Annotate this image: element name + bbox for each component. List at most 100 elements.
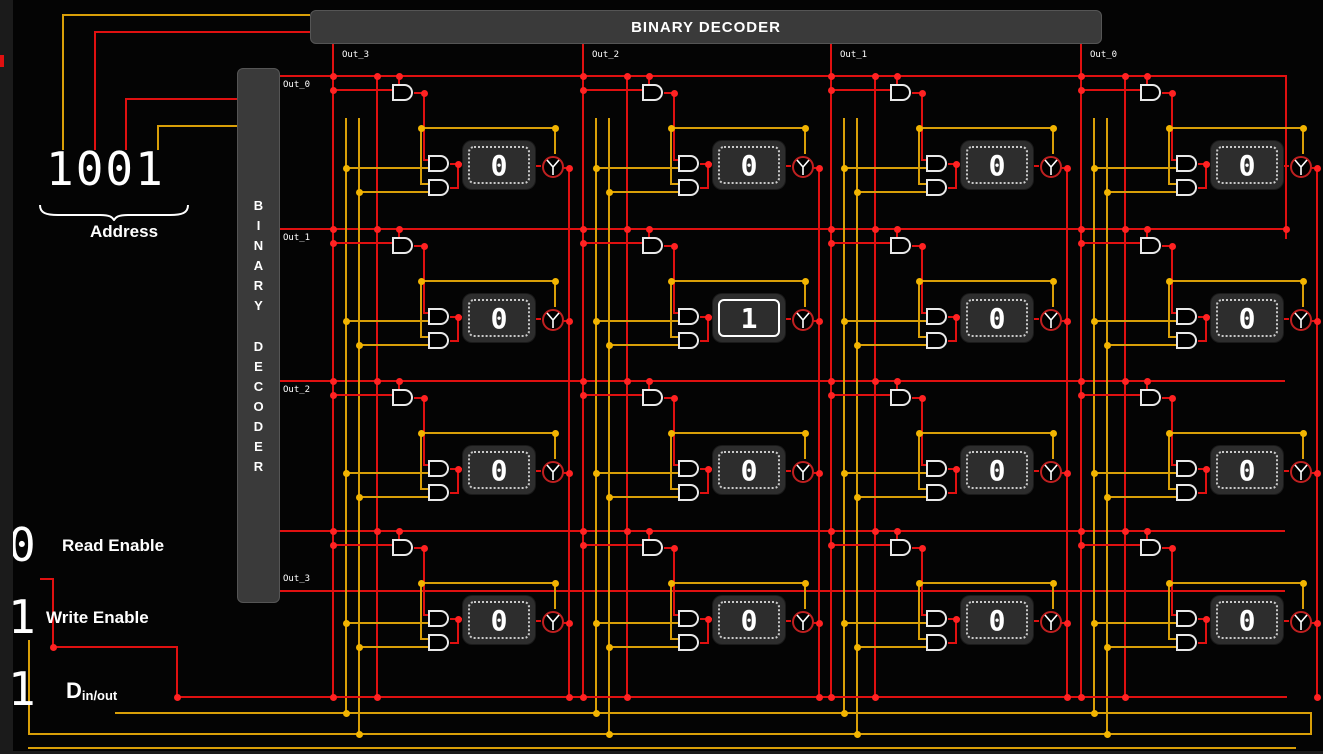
wire-junction [1104, 189, 1111, 196]
bit-display[interactable]: 0 [713, 446, 785, 494]
select-and-gate[interactable] [1140, 237, 1161, 254]
output-buffer-icon[interactable] [1038, 609, 1064, 635]
bit-display[interactable]: 0 [961, 446, 1033, 494]
and-gate[interactable] [428, 610, 449, 627]
wire-segment [1106, 496, 1176, 498]
bit-display[interactable]: 0 [1211, 596, 1283, 644]
output-buffer-icon[interactable] [540, 307, 566, 333]
and-gate[interactable] [926, 610, 947, 627]
wire-segment [1168, 127, 1170, 183]
select-and-gate[interactable] [890, 84, 911, 101]
and-gate[interactable] [926, 332, 947, 349]
output-buffer-icon[interactable] [1038, 154, 1064, 180]
and-gate[interactable] [678, 634, 699, 651]
output-buffer-icon[interactable] [1038, 307, 1064, 333]
and-gate[interactable] [678, 332, 699, 349]
output-buffer-icon[interactable] [1038, 459, 1064, 485]
wire-write-bus [1106, 118, 1108, 733]
and-gate[interactable] [428, 179, 449, 196]
output-buffer-icon[interactable] [1288, 459, 1314, 485]
select-and-gate[interactable] [1140, 539, 1161, 556]
and-gate[interactable] [1176, 332, 1197, 349]
wire-junction [705, 616, 712, 623]
bit-display[interactable]: 0 [713, 596, 785, 644]
and-gate[interactable] [926, 179, 947, 196]
bit-display[interactable]: 0 [463, 294, 535, 342]
and-gate[interactable] [926, 460, 947, 477]
wire-segment [664, 397, 673, 399]
and-gate[interactable] [428, 484, 449, 501]
select-and-gate[interactable] [642, 237, 663, 254]
and-gate[interactable] [926, 155, 947, 172]
and-gate[interactable] [428, 460, 449, 477]
wire-segment [1283, 620, 1289, 622]
bit-display[interactable]: 1 [713, 294, 785, 342]
and-gate[interactable] [1176, 308, 1197, 325]
and-gate[interactable] [678, 484, 699, 501]
wire-junction [552, 430, 559, 437]
and-gate[interactable] [428, 155, 449, 172]
top-binary-decoder[interactable]: BINARY DECODER [310, 10, 1102, 44]
bit-display[interactable]: 0 [713, 141, 785, 189]
and-gate[interactable] [678, 610, 699, 627]
bit-display[interactable]: 0 [961, 141, 1033, 189]
and-gate[interactable] [926, 634, 947, 651]
bit-display[interactable]: 0 [463, 446, 535, 494]
output-buffer-icon[interactable] [540, 154, 566, 180]
select-and-gate[interactable] [392, 84, 413, 101]
bit-display[interactable]: 0 [961, 596, 1033, 644]
left-decoder-output-label: Out_3 [283, 574, 311, 584]
wire-junction [1300, 430, 1307, 437]
bit-display[interactable]: 0 [463, 596, 535, 644]
output-buffer-icon[interactable] [790, 307, 816, 333]
and-gate[interactable] [678, 308, 699, 325]
select-and-gate[interactable] [1140, 389, 1161, 406]
output-buffer-icon[interactable] [1288, 609, 1314, 635]
bit-display[interactable]: 0 [961, 294, 1033, 342]
and-gate[interactable] [678, 155, 699, 172]
select-and-gate[interactable] [890, 389, 911, 406]
and-gate[interactable] [926, 308, 947, 325]
and-gate[interactable] [1176, 610, 1197, 627]
and-gate[interactable] [428, 332, 449, 349]
and-gate[interactable] [428, 308, 449, 325]
and-gate[interactable] [1176, 484, 1197, 501]
select-and-gate[interactable] [1140, 84, 1161, 101]
output-buffer-icon[interactable] [790, 459, 816, 485]
and-gate[interactable] [678, 460, 699, 477]
select-and-gate[interactable] [890, 237, 911, 254]
and-gate[interactable] [926, 484, 947, 501]
output-buffer-icon[interactable] [540, 609, 566, 635]
and-gate[interactable] [1176, 155, 1197, 172]
wire-segment [1052, 582, 1054, 609]
output-buffer-icon[interactable] [540, 459, 566, 485]
wire-junction [330, 226, 337, 233]
wire-junction [872, 378, 879, 385]
wire-junction [872, 226, 879, 233]
select-and-gate[interactable] [392, 389, 413, 406]
bit-display[interactable]: 0 [463, 141, 535, 189]
bit-display[interactable]: 0 [1211, 294, 1283, 342]
select-and-gate[interactable] [392, 539, 413, 556]
bit-value: 1 [718, 299, 780, 337]
and-gate[interactable] [1176, 634, 1197, 651]
and-gate[interactable] [1176, 460, 1197, 477]
select-and-gate[interactable] [642, 539, 663, 556]
bit-display[interactable]: 0 [1211, 141, 1283, 189]
and-gate[interactable] [428, 634, 449, 651]
and-gate[interactable] [1176, 179, 1197, 196]
select-and-gate[interactable] [642, 389, 663, 406]
select-and-gate[interactable] [642, 84, 663, 101]
wire-junction [580, 226, 587, 233]
wire-segment [1093, 472, 1176, 474]
and-gate[interactable] [678, 179, 699, 196]
output-buffer-icon[interactable] [1288, 307, 1314, 333]
output-buffer-icon[interactable] [790, 609, 816, 635]
select-and-gate[interactable] [392, 237, 413, 254]
address-input[interactable]: 1001 [46, 142, 165, 196]
select-and-gate[interactable] [890, 539, 911, 556]
output-buffer-icon[interactable] [790, 154, 816, 180]
output-buffer-icon[interactable] [1288, 154, 1314, 180]
bit-display[interactable]: 0 [1211, 446, 1283, 494]
